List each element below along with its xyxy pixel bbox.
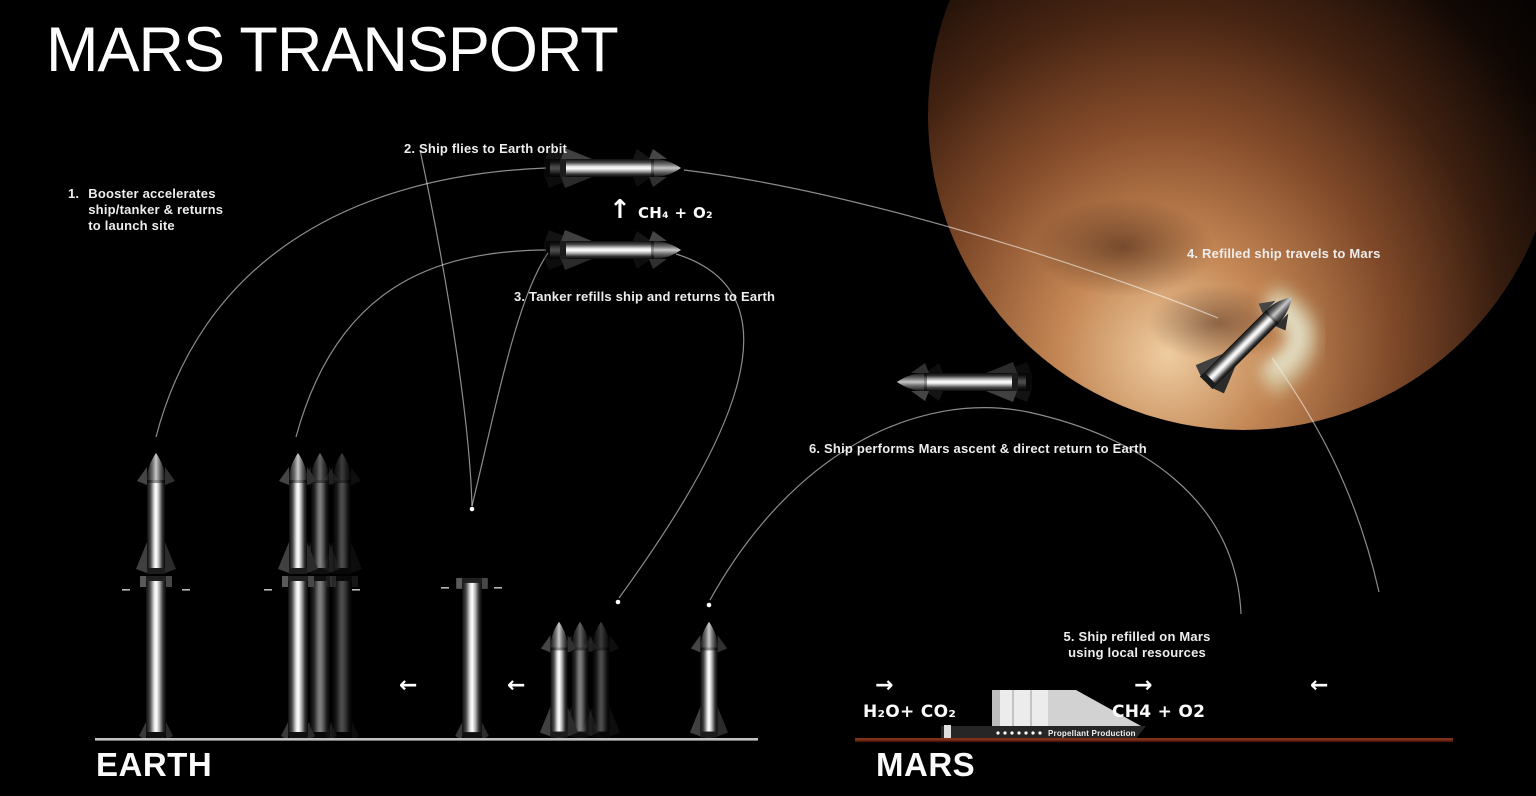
earth-ground-line	[95, 738, 758, 741]
landing-dot-ship	[706, 602, 712, 608]
mars-ground-line	[855, 738, 1453, 741]
plant-lights	[996, 731, 1042, 735]
trajectory-booster-return-b	[471, 252, 549, 507]
trajectory-tanker-return	[618, 253, 745, 599]
trajectory-endpoint-dots	[469, 506, 712, 608]
trajectory-curves	[155, 149, 1380, 615]
landing-dot-tanker	[615, 599, 621, 605]
trajectory-to-mars	[683, 169, 1219, 319]
staging-marks	[122, 587, 502, 591]
propellant-plant	[941, 690, 1146, 740]
mars-ground-shadow	[855, 740, 1453, 743]
landing-dot-booster	[469, 506, 475, 512]
trajectory-mars-ascent	[709, 407, 1242, 615]
earth-fullstack-single	[136, 453, 176, 740]
earth-ship-cluster	[539, 621, 621, 738]
mars-return-ship	[897, 362, 1032, 402]
earth-booster-landed	[455, 577, 489, 740]
trajectory-booster-return-a	[419, 149, 473, 507]
orbit-ship	[544, 148, 681, 188]
trajectory-mars-landing	[1271, 357, 1380, 593]
trajectory-launch-ship	[155, 167, 547, 438]
earth-fullstack-cluster	[278, 453, 362, 740]
orbit-tanker	[544, 230, 681, 270]
earth-ship-single	[689, 621, 729, 738]
trajectory-launch-tanker	[295, 249, 547, 438]
